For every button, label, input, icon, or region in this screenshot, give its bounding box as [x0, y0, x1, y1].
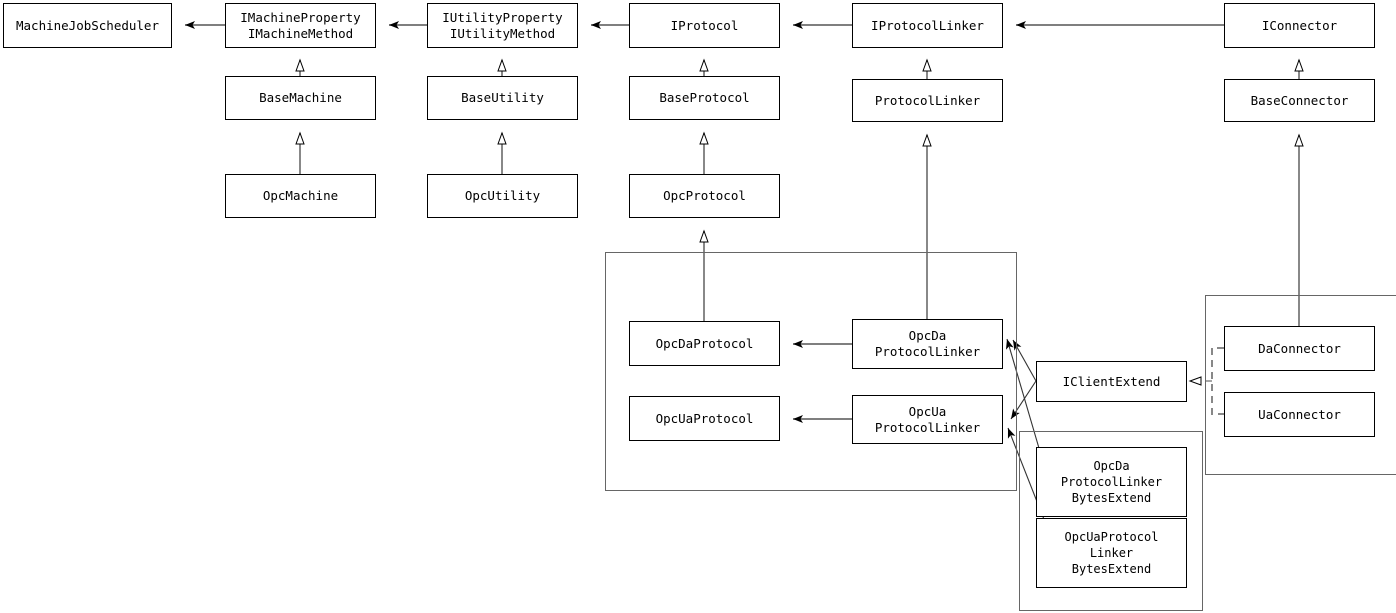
class-box-opc-machine[interactable]: OpcMachine	[225, 174, 376, 218]
class-box-opc-utility[interactable]: OpcUtility	[427, 174, 578, 218]
class-box-iprotocol-linker[interactable]: IProtocolLinker	[852, 3, 1003, 48]
class-box-iconnector[interactable]: IConnector	[1224, 3, 1375, 48]
class-box-imachine-property[interactable]: IMachineProperty IMachineMethod	[225, 3, 376, 48]
class-box-opc-ua-protocol-linker-bytes-extend[interactable]: OpcUaProtocol Linker BytesExtend	[1036, 518, 1187, 588]
edge-opcDaBytesExtend-to-opcDaProtocolLinker	[1005, 338, 1042, 456]
class-box-iclient-extend[interactable]: IClientExtend	[1036, 361, 1187, 402]
class-box-iprotocol[interactable]: IProtocol	[629, 3, 780, 48]
class-box-iutility-property[interactable]: IUtilityProperty IUtilityMethod	[427, 3, 578, 48]
class-box-protocol-linker[interactable]: ProtocolLinker	[852, 79, 1003, 122]
class-box-base-protocol[interactable]: BaseProtocol	[629, 76, 780, 120]
edge-connectors-to-iClientExtend-realization	[1188, 347, 1224, 415]
class-box-machine-job-scheduler[interactable]: MachineJobScheduler	[3, 3, 172, 48]
class-box-base-machine[interactable]: BaseMachine	[225, 76, 376, 120]
group-protocol-implementations	[605, 252, 1017, 491]
class-box-base-connector[interactable]: BaseConnector	[1224, 79, 1375, 122]
class-box-opc-ua-protocol-linker[interactable]: OpcUa ProtocolLinker	[852, 395, 1003, 444]
group-connectors	[1205, 295, 1396, 475]
class-box-base-utility[interactable]: BaseUtility	[427, 76, 578, 120]
class-box-da-connector[interactable]: DaConnector	[1224, 326, 1375, 371]
group-bytes-extend	[1019, 431, 1203, 611]
class-box-ua-connector[interactable]: UaConnector	[1224, 392, 1375, 437]
class-box-opc-da-protocol[interactable]: OpcDaProtocol	[629, 321, 780, 366]
class-box-opc-ua-protocol[interactable]: OpcUaProtocol	[629, 396, 780, 441]
class-box-opc-da-protocol-linker[interactable]: OpcDa ProtocolLinker	[852, 319, 1003, 369]
edge-iClientExtend-to-opcUaProtocolLinker	[1010, 380, 1037, 420]
class-box-opc-da-protocol-linker-bytes-extend[interactable]: OpcDa ProtocolLinker BytesExtend	[1036, 447, 1187, 517]
class-box-opc-protocol[interactable]: OpcProtocol	[629, 174, 780, 218]
